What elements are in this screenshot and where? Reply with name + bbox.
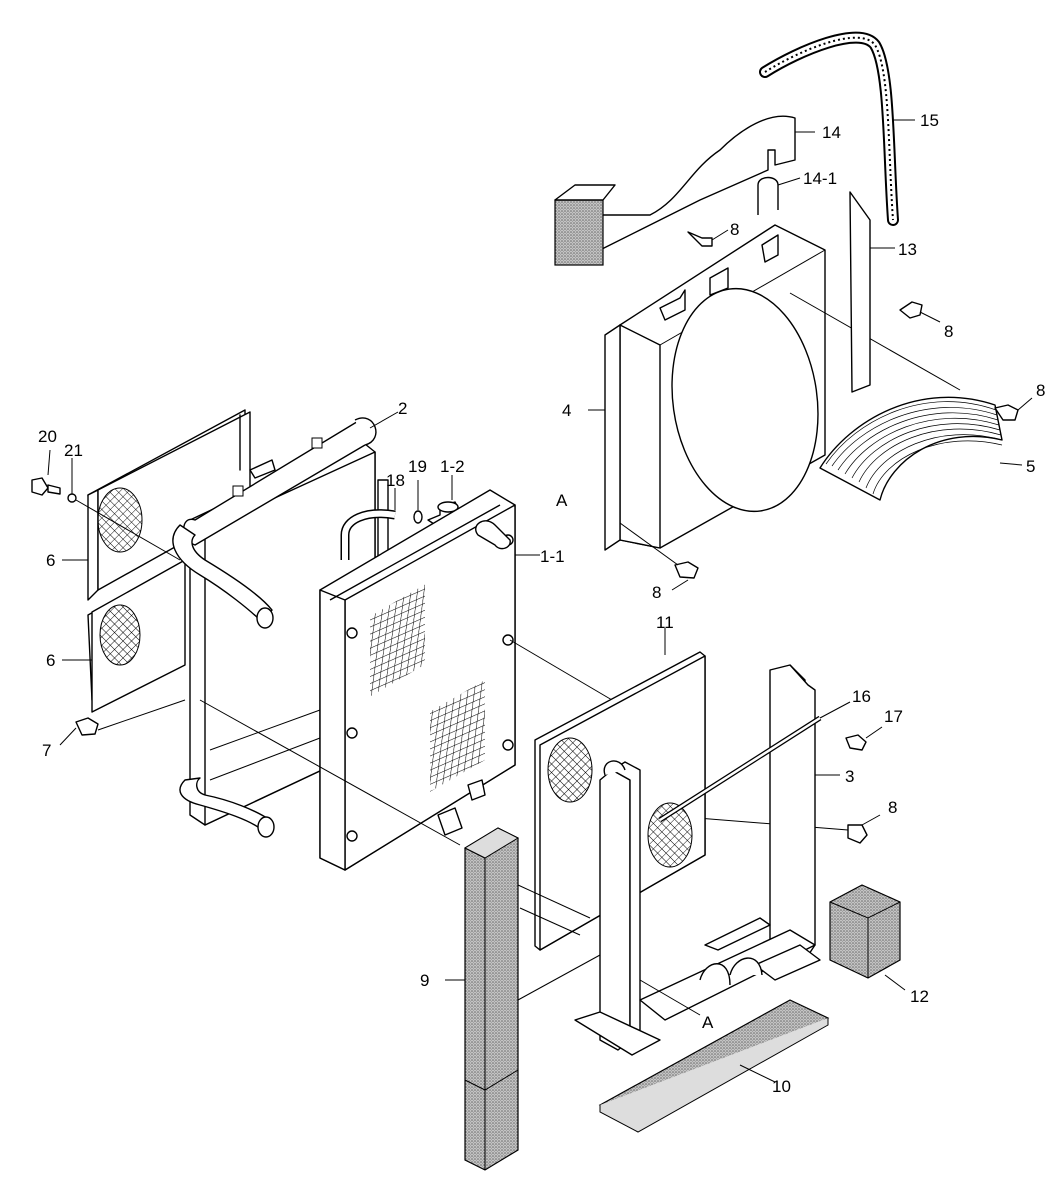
bracket-14-1 — [757, 176, 801, 215]
side-plate-13 — [849, 191, 895, 393]
callout-19: 19 — [408, 457, 427, 476]
ring-guard-5 — [819, 396, 1023, 501]
callout-8-cover: 8 — [730, 220, 739, 239]
rod-16 — [658, 701, 851, 823]
callout-4: 4 — [562, 401, 571, 420]
callout-15: 15 — [920, 111, 939, 130]
callout-8-shroud: 8 — [652, 583, 661, 602]
callout-11: 11 — [656, 613, 674, 632]
callout-1-1: 1-1 — [540, 547, 565, 566]
callout-a-lower: A — [702, 1013, 714, 1032]
plug-19 — [413, 480, 423, 524]
radiator-1-1 — [199, 489, 613, 871]
callout-8-frame: 8 — [888, 798, 897, 817]
hose-15 — [759, 31, 915, 226]
callout-10: 10 — [772, 1077, 791, 1096]
callout-8-ring: 8 — [1036, 381, 1045, 400]
frame-3 — [574, 664, 840, 1056]
callout-2: 2 — [398, 399, 407, 418]
callout-3: 3 — [845, 767, 854, 786]
bolt-7 — [59, 699, 186, 746]
callout-12: 12 — [910, 987, 929, 1006]
foam-strip-9 — [445, 827, 601, 1171]
callout-14-1: 14-1 — [803, 169, 837, 188]
callout-16: 16 — [852, 687, 871, 706]
callout-1-2: 1-2 — [440, 457, 465, 476]
screen-6-lower — [62, 559, 186, 713]
callout-5: 5 — [1026, 457, 1035, 476]
callout-13: 13 — [898, 240, 917, 259]
callout-20: 20 — [38, 427, 57, 446]
callout-8-plate: 8 — [944, 322, 953, 341]
top-cover-14 — [554, 115, 815, 266]
callout-14: 14 — [822, 123, 841, 142]
callout-7: 7 — [42, 741, 51, 760]
callout-a-upper: A — [556, 491, 568, 510]
callout-18: 18 — [386, 471, 405, 490]
callout-6-upper: 6 — [46, 551, 55, 570]
callout-21: 21 — [64, 441, 83, 460]
callout-9: 9 — [420, 971, 429, 990]
foam-block-12 — [829, 884, 906, 991]
bolt-17 — [845, 726, 883, 751]
fan-shroud-4 — [588, 224, 961, 551]
washer-21 — [67, 458, 181, 561]
callout-6-lower: 6 — [46, 651, 55, 670]
callout-labels: 20 21 6 6 7 2 18 19 1-2 1-1 4 A 8 8 8 8 … — [38, 111, 1045, 1096]
callout-17: 17 — [884, 707, 903, 726]
wing-bolt-20 — [31, 449, 61, 496]
hose-18 — [340, 488, 396, 560]
foam-pad-10 — [598, 999, 830, 1133]
screen-6-upper — [62, 409, 251, 601]
